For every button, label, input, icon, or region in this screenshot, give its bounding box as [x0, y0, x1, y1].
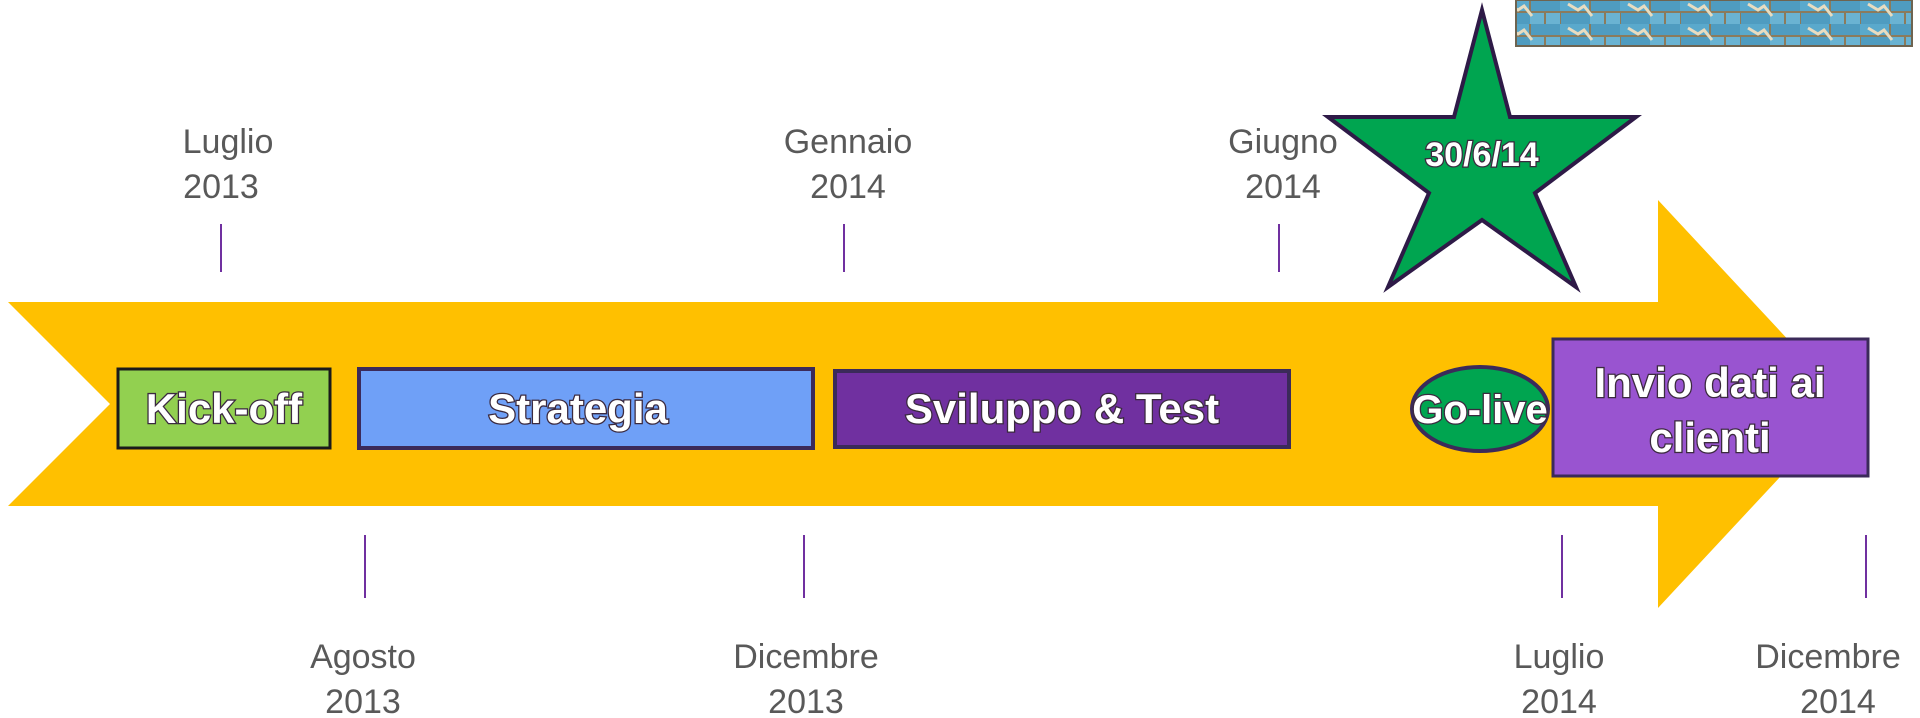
tick-label-top-year: 2013	[183, 168, 259, 206]
phase-box-kickoff	[116, 367, 332, 450]
phase-label-strategia: Strategia	[488, 385, 668, 432]
phase-ellipse-golive	[1410, 365, 1550, 453]
tick-label-bottom-year: 2013	[325, 683, 401, 718]
tick-label-top-month: Gennaio	[784, 123, 913, 161]
phase-label-sviluppo: Sviluppo & Test	[905, 385, 1219, 432]
tick-label-bottom-month: Agosto	[310, 638, 416, 676]
phase-label-invio-line1: Invio dati ai	[1594, 359, 1825, 406]
tick-label-top-month: Luglio	[183, 123, 274, 161]
tick-label-top-year: 2014	[1245, 168, 1321, 206]
phase-box-sviluppo	[833, 369, 1291, 449]
tick-label-top-month: Giugno	[1228, 123, 1338, 161]
tick-label-bottom-year: 2014	[1521, 683, 1597, 718]
phase-label-invio-line2: clienti	[1649, 414, 1770, 461]
milestone-star	[1322, 2, 1642, 293]
tick-label-top-year: 2014	[810, 168, 886, 206]
milestone-date-label: 30/6/14	[1425, 136, 1539, 174]
tick-label-bottom-month: Dicembre	[733, 638, 878, 676]
decorative-mosaic-image	[1515, 0, 1913, 47]
phase-box-invio	[1551, 337, 1870, 478]
phase-box-strategia	[357, 367, 815, 450]
phase-label-kickoff: Kick-off	[146, 385, 303, 432]
tick-label-bottom-month: Luglio	[1514, 638, 1605, 676]
tick-label-bottom-year: 2013	[768, 683, 844, 718]
phase-label-golive: Go-live	[1412, 388, 1548, 432]
tick-label-bottom-year: 2014	[1800, 683, 1876, 718]
tick-label-bottom-month: Dicembre	[1755, 638, 1900, 676]
